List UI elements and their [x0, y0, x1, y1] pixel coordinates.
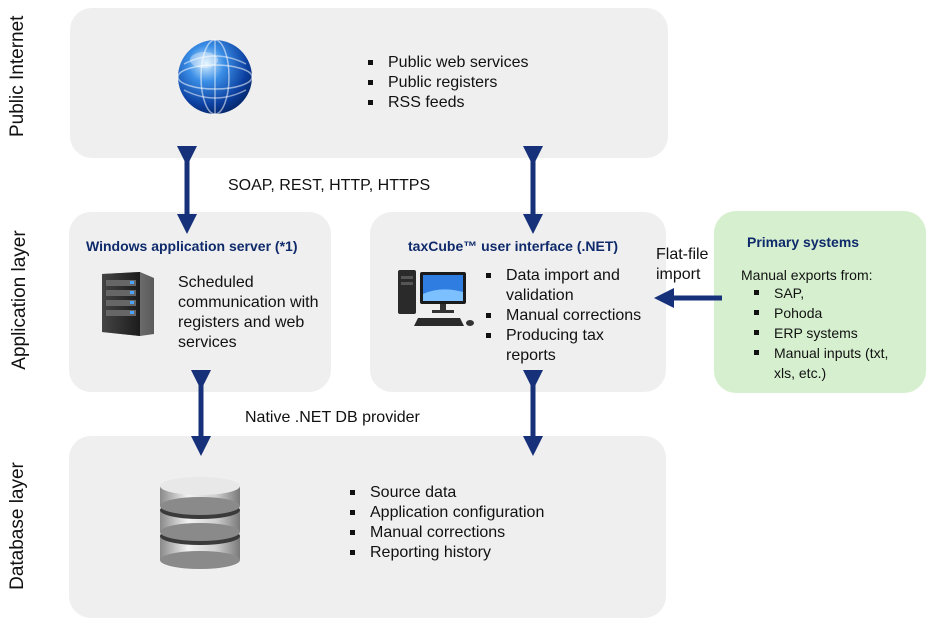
ui-title: taxCube™ user interface (.NET) — [408, 238, 619, 254]
list-item: Pohoda — [752, 303, 912, 323]
computer-icon — [398, 270, 474, 326]
list-item: Application configuration — [348, 503, 544, 523]
server-text-4: services — [178, 334, 237, 351]
ui-panel — [370, 212, 666, 392]
list-item: Manual inputs (txt, xls, etc.) — [752, 343, 912, 383]
primary-list: SAP, Pohoda ERP systems Manual inputs (t… — [752, 283, 912, 383]
list-item: Manual corrections — [484, 306, 654, 326]
protocols-label: SOAP, REST, HTTP, HTTPS — [228, 177, 431, 194]
list-item: Data import and validation — [484, 266, 654, 306]
server-text-1: Scheduled — [178, 274, 254, 291]
list-item: Public registers — [366, 73, 529, 93]
globe-icon — [177, 39, 253, 115]
list-item: SAP, — [752, 283, 912, 303]
list-item: Public web services — [366, 53, 529, 73]
list-item: RSS feeds — [366, 93, 529, 113]
server-text-3: registers and web — [178, 314, 305, 331]
list-item: Manual corrections — [348, 523, 544, 543]
primary-title: Primary systems — [747, 234, 860, 250]
list-item: Producing tax reports — [484, 326, 654, 366]
database-icon — [160, 477, 240, 569]
internet-list: Public web services Public registers RSS… — [366, 53, 529, 113]
list-item: Reporting history — [348, 543, 544, 563]
primary-subtitle: Manual exports from: — [741, 267, 873, 283]
list-item: ERP systems — [752, 323, 912, 343]
server-icon — [102, 272, 154, 336]
list-item: Source data — [348, 483, 544, 503]
database-list: Source data Application configuration Ma… — [348, 483, 544, 563]
ui-list: Data import and validation Manual correc… — [484, 266, 654, 366]
db-provider-label: Native .NET DB provider — [245, 409, 420, 426]
primary-systems-panel — [714, 211, 926, 393]
server-title: Windows application server (*1) — [86, 238, 298, 254]
server-text-2: communication with — [178, 294, 319, 311]
flatfile-label-line1: Flat-file — [656, 246, 709, 263]
flatfile-label-line2: import — [656, 266, 701, 283]
